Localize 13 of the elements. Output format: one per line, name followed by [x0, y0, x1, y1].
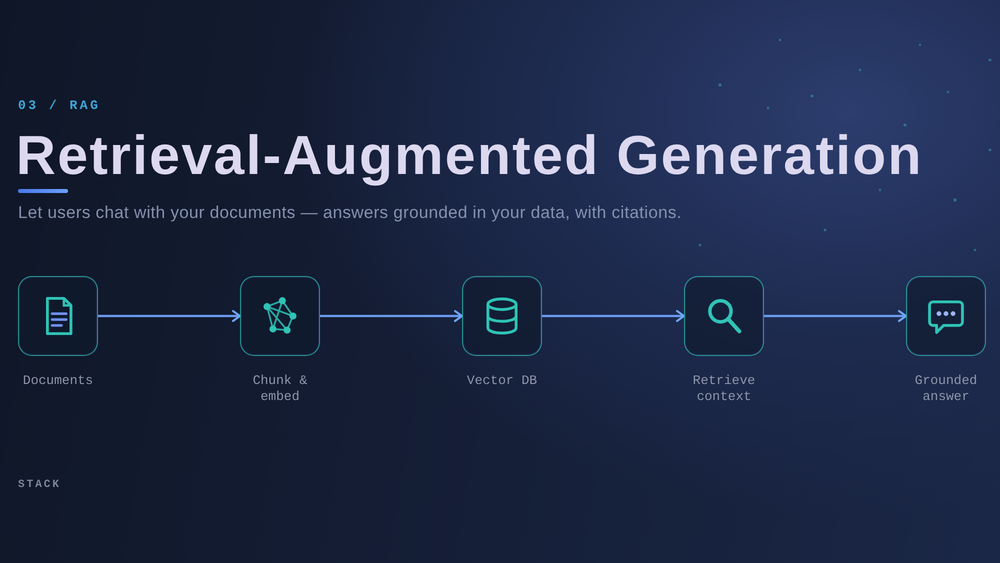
arrow	[542, 310, 685, 322]
step-label: Retrieve context	[692, 373, 756, 405]
arrow	[320, 310, 463, 322]
step-label: Grounded answer	[914, 373, 978, 405]
arrow	[98, 310, 241, 322]
slide-title: Retrieval-Augmented Generation	[16, 123, 923, 187]
step-label: Chunk & embed	[252, 373, 308, 405]
step-label: Vector DB	[466, 373, 538, 389]
section-eyebrow: 03 / RAG	[18, 98, 100, 113]
arrow	[764, 310, 907, 322]
slide-subtitle: Let users chat with your documents — answers grounded in your data, with citations.	[18, 203, 682, 223]
section-label: STACK	[18, 479, 62, 491]
step-label: Documents	[22, 373, 94, 389]
